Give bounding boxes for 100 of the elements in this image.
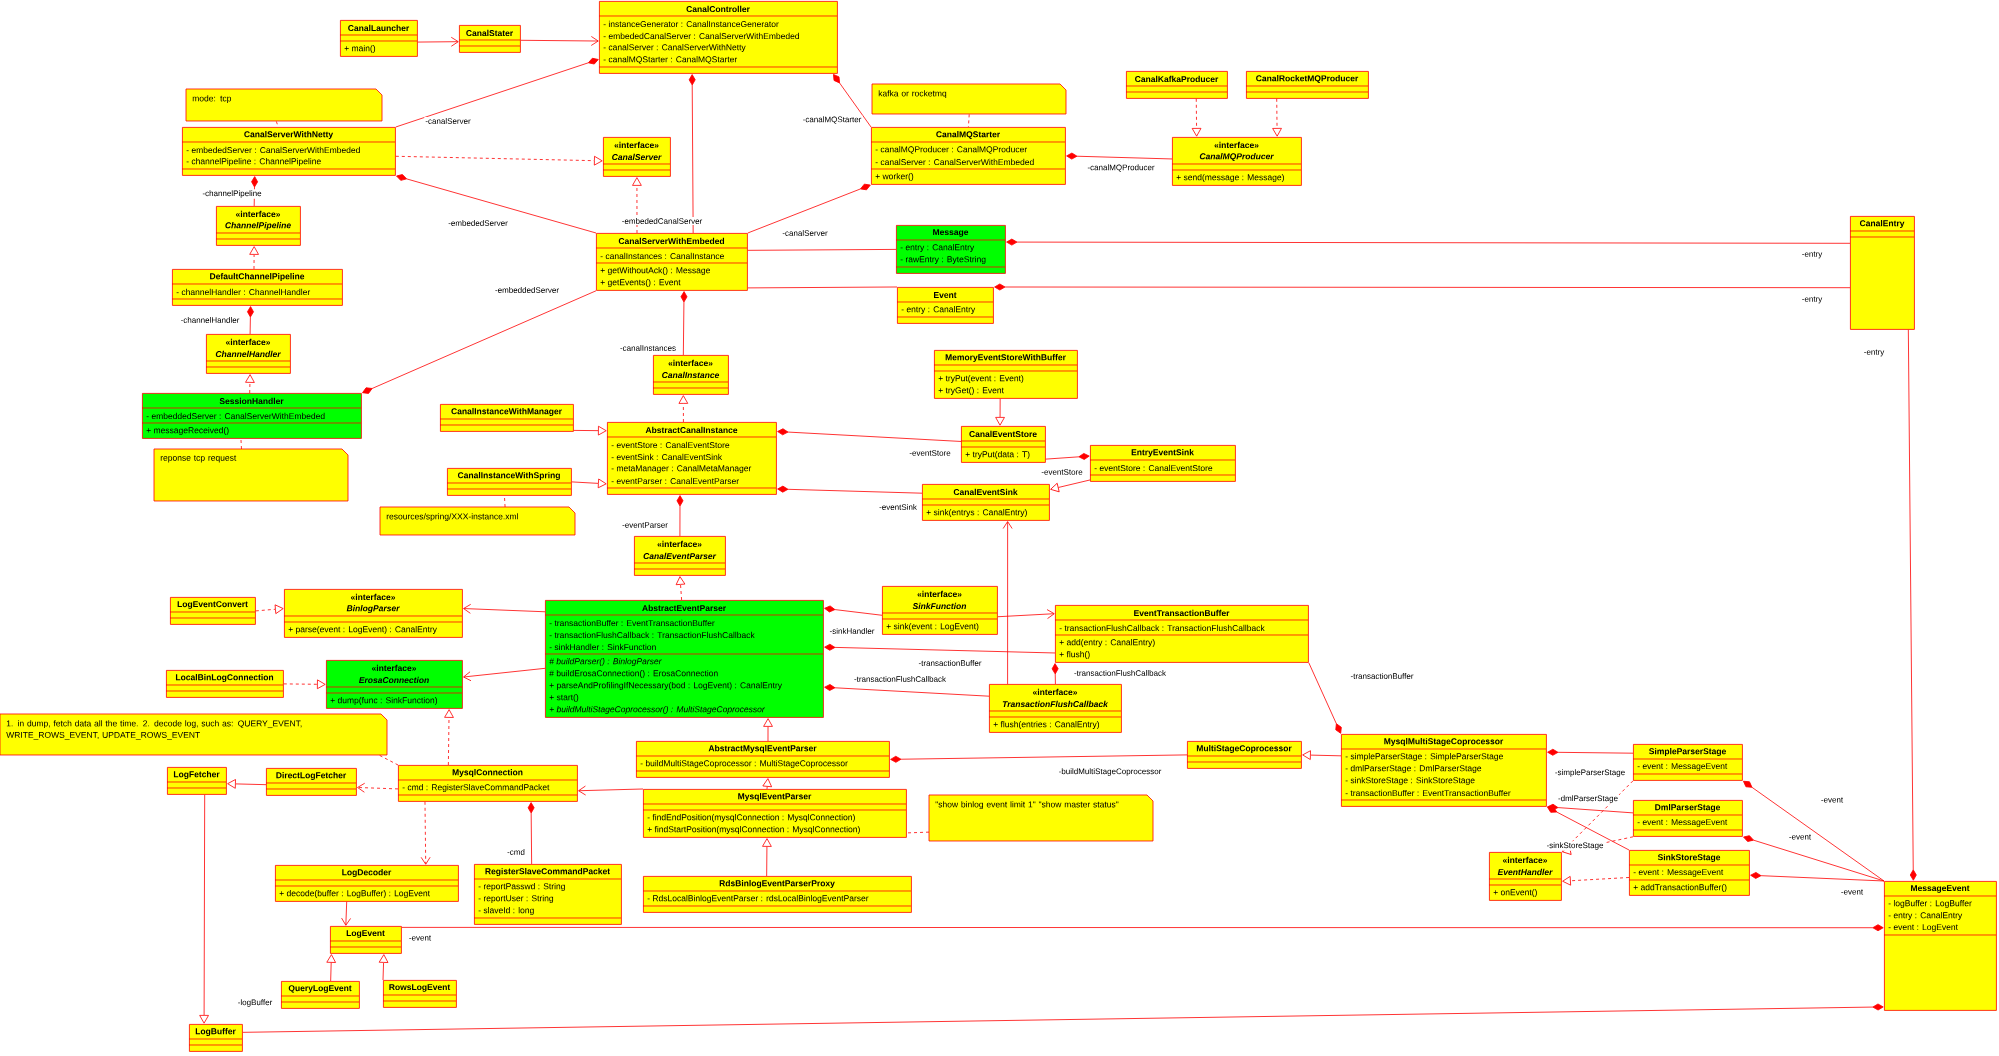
composition-line	[362, 290, 597, 394]
inheritance-arrow	[573, 425, 607, 436]
class-box: LogDecoder + decode(buffer : LogBuffer) : LogEvent	[274, 865, 459, 902]
class-box: CanalEventSink + sink(entrys : CanalEntry)	[921, 484, 1050, 521]
edge-label: -embededCanalServer	[620, 217, 704, 225]
class-box: CanalController - instanceGenerator : CanalInstanceGenerator - embededCanalServer : CanalServerWithEmbeded - canalServer : CanalServerWithNetty - canalMQStarter : CanalMQStarter	[598, 1, 838, 74]
edge-label: -sinkHandler	[828, 627, 876, 635]
class-box: CanalEventStore + tryPut(data : T)	[960, 426, 1046, 463]
class-box: AbstractCanalInstance - eventStore : CanalEventStore - eventSink : CanalEventSink - metaManager : CanalMetaManager - eventParser : CanalEventParser	[606, 422, 777, 495]
edge-label: -transactionFlushCallback	[1073, 669, 1168, 677]
composition-line	[247, 306, 254, 335]
note-connector	[906, 831, 930, 834]
inheritance-arrow	[762, 778, 773, 790]
class-box: DirectLogFetcher	[265, 768, 357, 796]
note-connector	[379, 755, 399, 766]
arrow	[463, 603, 546, 614]
edge-label: -eventParser	[621, 521, 669, 529]
edge-label: -canalInstances	[619, 344, 678, 352]
edge-label: -channelPipeline	[201, 189, 263, 199]
interface-box: «interface» CanalServer	[602, 137, 671, 177]
composition-line	[1066, 152, 1173, 160]
edge-label: -event	[1819, 796, 1845, 804]
inheritance-arrow	[255, 604, 284, 615]
class-box: RegisterSlaveCommandPacket - reportPasswd : String - reportUser : String - slaveId : long	[473, 864, 622, 925]
class-box: Message - entry : CanalEntry - rawEntry : ByteString	[895, 225, 1006, 274]
class-box: LocalBinLogConnection	[165, 670, 284, 698]
composition-line	[1750, 872, 1885, 882]
note-connector	[504, 495, 506, 508]
composition-line	[1308, 662, 1342, 734]
inheritance-arrow	[632, 177, 642, 234]
class-box: LogEventConvert	[169, 597, 256, 625]
inheritance-arrow	[444, 709, 454, 766]
composition-line	[777, 485, 923, 494]
composition-line	[676, 495, 684, 537]
arrow	[578, 785, 644, 796]
arrow	[417, 36, 459, 47]
note-connector	[240, 438, 242, 450]
inheritance-arrow	[678, 395, 689, 423]
interface-box: «interface» EventHandler + onEvent()	[1488, 852, 1562, 901]
edge-label: -entry	[1800, 295, 1824, 305]
connector	[747, 249, 897, 251]
class-box: MysqlConnection - cmd : RegisterSlaveCommandPacket	[397, 765, 578, 802]
interface-box: «interface» SinkFunction + sink(event : LogEvent)	[881, 586, 998, 635]
edge-label: -embeddedServer	[494, 286, 561, 294]
composition-line	[890, 754, 1188, 763]
composition-line	[680, 291, 688, 356]
class-box: Event - entry : CanalEntry	[896, 287, 994, 324]
class-box: CanalServerWithNetty - embededServer : CanalServerWithEmbeded - channelPipeline : ChannelPipeline	[181, 127, 396, 176]
inheritance-arrow	[1191, 98, 1202, 137]
class-box: CanalMQStarter - canalMQProducer : CanalMQProducer - canalServer : CanalServerWithEmbeded + worker()	[870, 127, 1066, 185]
edge-label: -entry	[1800, 250, 1824, 260]
interface-box: «interface» CanalMQProducer + send(message : Message)	[1171, 137, 1302, 186]
note-box: 1. in dump, fetch data all the time. 2. decode log, such as: QUERY_EVENT, WRITE_ROWS_EVENT, UPDATE_ROWS_EVENT	[0, 713, 388, 756]
class-box: SessionHandler - embeddedServer : CanalServerWithEmbeded + messageReceived()	[141, 393, 362, 439]
inheritance-arrow	[995, 398, 1005, 426]
edge-label: -buildMultiStageCoprocessor	[1057, 767, 1163, 777]
connector	[747, 286, 898, 289]
interface-box: «interface» BinlogParser + parse(event : LogEvent) : CanalEntry	[283, 589, 463, 638]
inheritance-arrow	[227, 779, 267, 789]
composition-line	[1547, 806, 1630, 851]
edge-label: -eventStore	[908, 449, 952, 457]
composition-line	[688, 74, 696, 234]
edge-label: -embededServer	[447, 219, 509, 227]
arrow	[420, 801, 431, 865]
composition-line	[1006, 238, 1851, 246]
inheritance-arrow	[283, 679, 326, 690]
class-box: AbstractMysqlEventParser - buildMultiStageCoprocessor : MultiStageCoprocessor	[635, 741, 890, 778]
edge-label: -event	[407, 934, 433, 942]
class-box: CanalKafkaProducer	[1125, 71, 1228, 99]
edge-label: -eventSink	[878, 503, 918, 511]
class-box: LogEvent	[329, 926, 402, 954]
inheritance-arrow	[1272, 98, 1282, 137]
composition-line	[395, 57, 599, 128]
note-box: "show binlog event limit 1" "show master status"	[928, 794, 1154, 842]
class-box: CanalServerWithEmbeded - canalInstances : CanalInstance + getWithoutAck() : Message + getEvents() : Event	[595, 233, 748, 291]
class-box: CanalInstanceWithSpring	[446, 468, 572, 496]
class-box: MultiStageCoprocessor	[1186, 741, 1302, 769]
interface-box: «interface» TransactionFlushCallback + flush(entries : CanalEntry)	[988, 684, 1122, 733]
composition-line	[1547, 748, 1634, 756]
edge-label: -event	[1787, 833, 1813, 841]
composition-line	[396, 174, 597, 234]
class-box: RowsLogEvent	[382, 980, 457, 1008]
class-box: MysqlEventParser - findEndPosition(mysqlConnection : MysqlConnection) + findStartPosition(mysqlConnection : MysqlConnection)	[642, 789, 907, 838]
composition-line	[777, 428, 962, 442]
edge-label: -simpleParserStage	[1553, 768, 1627, 778]
edge-label: -canalMQStarter	[801, 115, 863, 125]
note-box: reponse tcp request	[153, 448, 349, 502]
inheritance-arrow	[326, 954, 336, 982]
note-connector	[968, 114, 970, 128]
note-box: resources/spring/XXX-instance.xml	[379, 506, 576, 536]
edge-label: -canalServer	[424, 117, 472, 125]
edge-label: -logBuffer	[236, 998, 274, 1008]
inheritance-arrow	[675, 576, 686, 601]
class-box: RdsBinlogEventParserProxy - RdsLocalBinlogEventParser : rdsLocalBinlogEventParser	[642, 876, 912, 913]
class-box: EntryEventSink - eventStore : CanalEventStore	[1089, 445, 1236, 482]
interface-box: «interface» CanalEventParser	[633, 536, 726, 576]
edge-label: -canalMQProducer	[1086, 163, 1156, 173]
arrow	[357, 782, 399, 793]
inheritance-arrow	[245, 374, 255, 394]
class-box: LogBuffer	[188, 1024, 243, 1052]
